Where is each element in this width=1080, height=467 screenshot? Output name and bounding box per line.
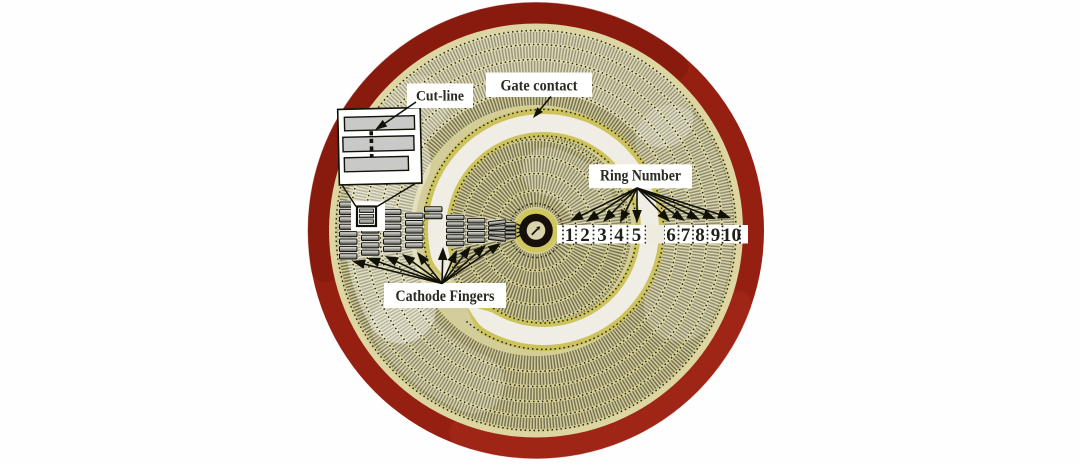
svg-text:Cut-line: Cut-line xyxy=(416,89,464,105)
svg-text:3: 3 xyxy=(597,225,607,246)
svg-text:Ring Number: Ring Number xyxy=(600,168,681,185)
svg-text:9: 9 xyxy=(711,225,721,246)
svg-text:8: 8 xyxy=(695,225,705,246)
svg-text:10: 10 xyxy=(722,225,741,246)
svg-text:2: 2 xyxy=(580,225,590,246)
svg-text:4: 4 xyxy=(614,225,624,246)
svg-text:Gate contact: Gate contact xyxy=(501,78,579,95)
svg-text:5: 5 xyxy=(632,225,642,246)
svg-text:6: 6 xyxy=(666,225,676,246)
svg-text:1: 1 xyxy=(565,225,575,246)
svg-text:Cathode Fingers: Cathode Fingers xyxy=(396,288,495,305)
svg-text:7: 7 xyxy=(681,225,691,246)
